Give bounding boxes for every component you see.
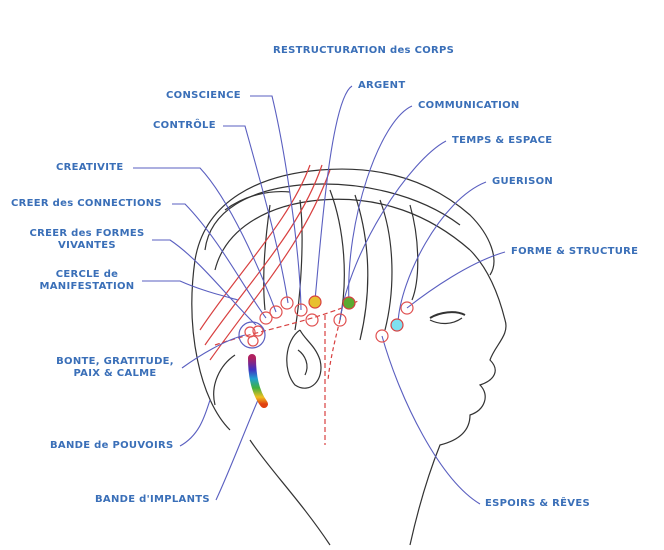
label-line: VIVANTES xyxy=(58,240,116,251)
label-line: MANIFESTATION xyxy=(39,281,135,292)
point-creativite xyxy=(269,305,283,319)
label-temps-espace: TEMPS & ESPACE xyxy=(452,135,553,146)
point-communication xyxy=(342,296,356,310)
label-creer-connections: CREER des CONNECTIONS xyxy=(11,198,162,209)
rainbow-band xyxy=(248,354,268,408)
label-argent: ARGENT xyxy=(358,80,406,91)
head-outline xyxy=(191,168,507,546)
point-guerison xyxy=(390,318,404,332)
point-bonte-b xyxy=(252,325,264,337)
label-conscience: CONSCIENCE xyxy=(166,90,241,101)
label-espoirs-reves: ESPOIRS & RÊVES xyxy=(485,498,590,509)
label-bonte: BONTE, GRATITUDE,PAIX & CALME xyxy=(47,356,183,380)
point-bonte-c xyxy=(247,335,259,347)
label-bande-implants: BANDE d'IMPLANTS xyxy=(95,494,210,505)
points xyxy=(238,295,414,349)
label-line: CERCLE de xyxy=(55,269,119,280)
point-center xyxy=(305,313,319,327)
label-controle: CONTRÔLE xyxy=(153,120,216,131)
point-connections xyxy=(259,311,273,325)
point-argent xyxy=(308,295,322,309)
title-restructuration: RESTRUCTURATION des CORPS xyxy=(273,45,455,56)
label-bande-pouvoirs: BANDE de POUVOIRS xyxy=(50,440,174,451)
cercle-manifestation xyxy=(238,321,266,349)
label-line: BONTE, GRATITUDE, xyxy=(56,356,174,367)
label-forme-structure: FORME & STRUCTURE xyxy=(511,246,639,257)
label-guerison: GUERISON xyxy=(492,176,554,187)
label-line: CREER des FORMES xyxy=(29,228,145,239)
point-controle xyxy=(280,296,294,310)
connector-lines xyxy=(133,85,506,505)
point-forme xyxy=(400,301,414,315)
point-espoirs xyxy=(375,329,389,343)
label-line: PAIX & CALME xyxy=(73,368,157,379)
label-communication: COMMUNICATION xyxy=(418,100,520,111)
label-creativite: CREATIVITE xyxy=(56,162,124,173)
point-conscience xyxy=(294,303,308,317)
point-temps xyxy=(333,313,347,327)
